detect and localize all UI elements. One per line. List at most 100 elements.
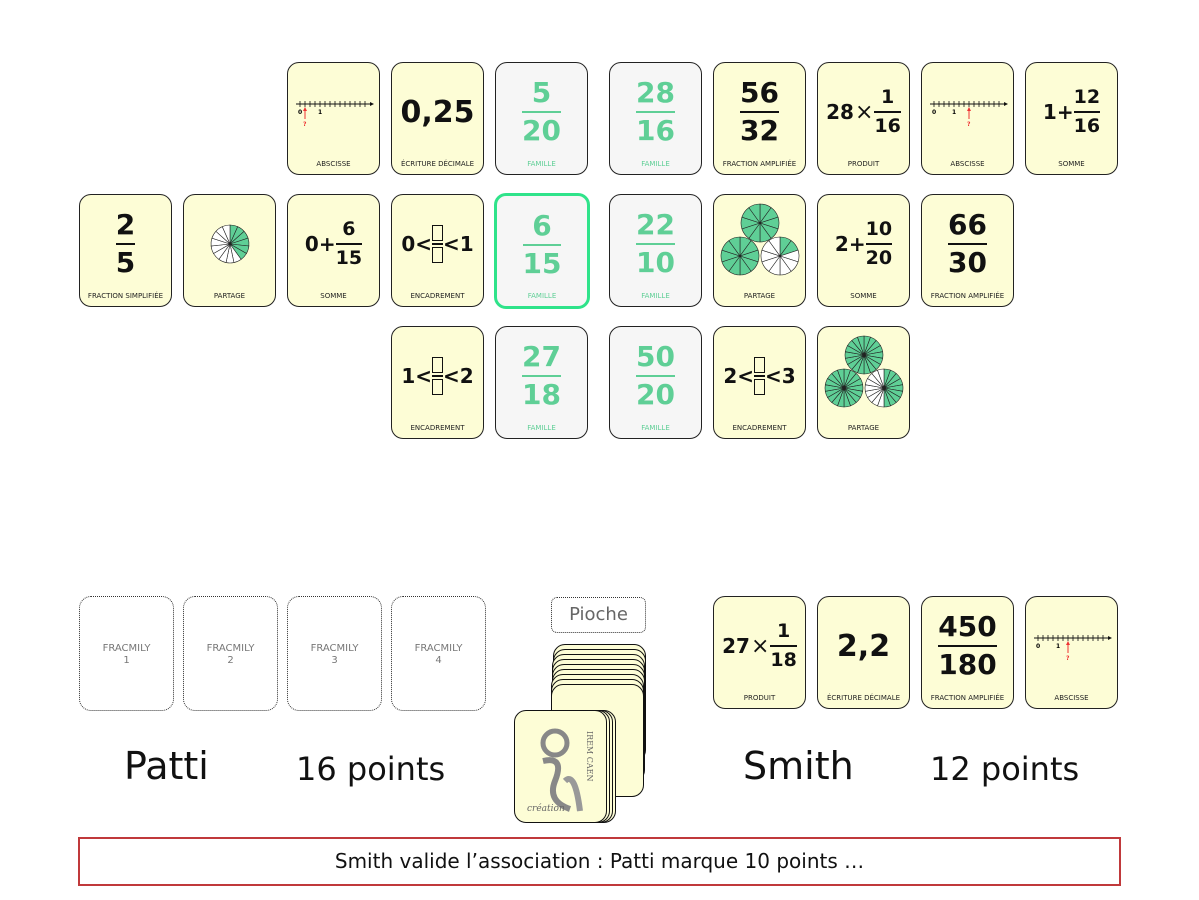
denominator: 16 — [636, 114, 675, 147]
card-category-label: FRACTION SIMPLIFIÉE — [87, 292, 164, 300]
slot-title: FRACMILY — [310, 643, 359, 654]
svg-text:?: ? — [967, 121, 971, 128]
numerator: 6 — [532, 209, 552, 242]
card-category-label: PRODUIT — [743, 694, 776, 702]
card-category-label: FRACTION AMPLIFIÉE — [722, 160, 797, 168]
fraction-bar — [522, 111, 561, 113]
fraction-bar — [865, 243, 893, 245]
pie-slice — [747, 203, 760, 224]
denominator: 18 — [522, 378, 561, 411]
less-than: < — [737, 364, 754, 388]
fraction-bar — [636, 375, 675, 377]
lower-bound: 1 — [401, 364, 416, 388]
fraction-bar — [522, 375, 561, 377]
board-card[interactable]: PARTAGE — [183, 194, 276, 307]
card-face: 0,25 — [392, 69, 483, 155]
player2-score: 12 points — [930, 750, 1080, 788]
slot-number: 4 — [435, 655, 442, 666]
decimal-value: 0,25 — [400, 94, 475, 130]
denominator: 32 — [740, 114, 779, 147]
decimal-value: 2,2 — [836, 628, 891, 664]
numerator: 50 — [636, 340, 675, 373]
card-category-label: PARTAGE — [847, 424, 880, 432]
denominator: 30 — [948, 246, 987, 279]
card-category-label: SOMME — [850, 292, 877, 300]
times-sign: × — [750, 633, 770, 659]
pie-slice — [221, 224, 230, 245]
board-card[interactable]: PARTAGE — [817, 326, 910, 439]
fraction-bar — [770, 645, 797, 647]
pioche-label: Pioche — [551, 597, 646, 633]
blank-fraction — [432, 357, 443, 395]
fraction-bar — [874, 111, 901, 113]
card-category-label: FAMILLE — [641, 424, 670, 432]
player1-score: 16 points — [296, 750, 446, 788]
less-than: < — [443, 232, 460, 256]
blank-fraction — [754, 357, 765, 395]
slot-number: 1 — [123, 655, 130, 666]
svg-text:1: 1 — [952, 109, 956, 116]
lower-bound: 2 — [723, 364, 738, 388]
denominator: 18 — [770, 649, 797, 671]
card-face — [714, 201, 805, 287]
card-category-label: ÉCRITURE DÉCIMALE — [400, 160, 475, 168]
board-card[interactable]: PARTAGE — [713, 194, 806, 307]
denominator: 5 — [115, 246, 136, 279]
card-category-label: ABSCISSE — [316, 160, 351, 168]
factor: 28 — [826, 100, 854, 124]
plus-sign: + — [1056, 100, 1074, 124]
fraction-bar — [522, 244, 562, 246]
denominator: 20 — [522, 114, 561, 147]
card-category-label: ENCADREMENT — [410, 424, 465, 432]
denominator: 16 — [1073, 115, 1101, 137]
card-category-label: FAMILLE — [527, 160, 556, 168]
numerator: 5 — [531, 76, 552, 109]
fraction-bar — [115, 243, 136, 245]
numerator: 1 — [777, 620, 791, 642]
slot-number: 3 — [331, 655, 338, 666]
slot-title: FRACMILY — [102, 643, 151, 654]
